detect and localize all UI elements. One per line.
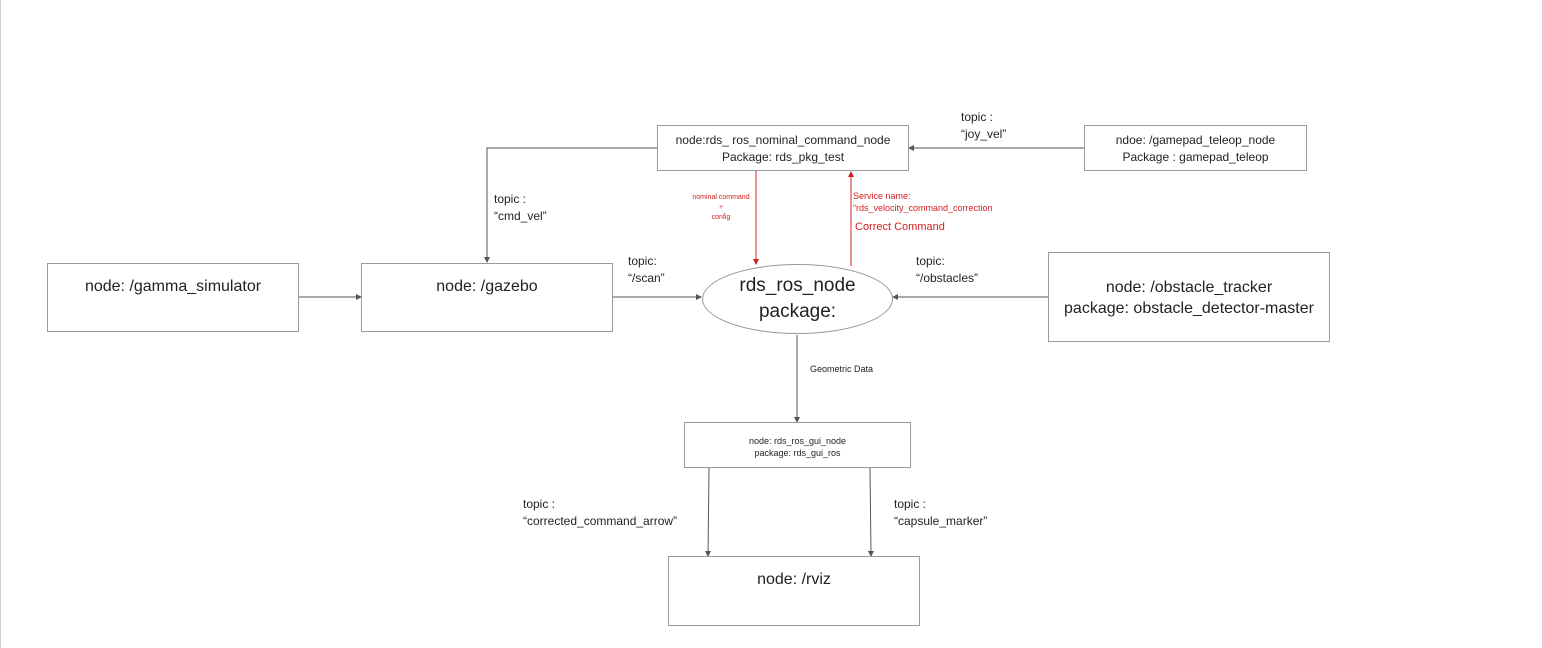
- node-obstacle-tracker: node: /obstacle_tracker package: obstacl…: [1048, 252, 1330, 342]
- label-line: “cmd_vel”: [494, 209, 547, 223]
- label-line: Service name:: [853, 191, 911, 201]
- node-label: node: /obstacle_tracker: [1105, 279, 1273, 296]
- label-scan: topic: “/scan”: [628, 253, 665, 287]
- label-line: topic :: [494, 192, 527, 206]
- label-line: +: [718, 204, 724, 211]
- node-package-label: Package: rds_pkg_test: [721, 150, 845, 164]
- label-line: “corrected_command_arrow”: [523, 514, 678, 528]
- edge-corrected-arrow: [705, 467, 712, 557]
- label-cmd-vel: topic : “cmd_vel”: [494, 191, 547, 225]
- label-line: topic :: [523, 497, 556, 511]
- label-line: “joy_vel”: [961, 127, 1007, 141]
- node-label: node:rds_ ros_nominal_command_node: [675, 133, 891, 147]
- label-line: “/obstacles”: [916, 271, 979, 285]
- node-package-label: package:: [758, 301, 837, 322]
- label-line: topic:: [628, 254, 657, 268]
- node-package-label: package: rds_gui_ros: [754, 448, 841, 458]
- label-joy-vel: topic : “joy_vel”: [961, 109, 1006, 143]
- label-geometric-data: Geometric Data: [810, 362, 873, 376]
- label-line: nominal command: [692, 194, 750, 201]
- node-label: node: rds_ros_gui_node: [748, 436, 847, 446]
- node-label: node: /gazebo: [436, 278, 538, 295]
- label-line: “capsule_marker”: [894, 514, 988, 528]
- node-rds-ros-node: rds_ros_node package:: [702, 264, 893, 334]
- label-line: topic:: [916, 254, 945, 268]
- label-line: topic :: [894, 497, 927, 511]
- node-gamepad-teleop: ndoe: /gamepad_teleop_node Package : gam…: [1084, 125, 1307, 171]
- label-nominal-command: nominal command + config: [681, 193, 761, 223]
- label-service: Service name: “rds_velocity_command_corr…: [853, 190, 993, 233]
- node-label: rds_ros_node: [739, 275, 856, 296]
- node-package-label: package: obstacle_detector-master: [1064, 300, 1314, 317]
- label-line: topic :: [961, 110, 994, 124]
- label-capsule-marker: topic : “capsule_marker”: [894, 496, 987, 530]
- label-line: config: [711, 214, 731, 221]
- node-rviz: node: /rviz: [668, 556, 920, 626]
- node-rds-ros-gui: node: rds_ros_gui_node package: rds_gui_…: [684, 422, 911, 468]
- label-obstacles: topic: “/obstacles”: [916, 253, 978, 287]
- node-nominal-command: node:rds_ ros_nominal_command_node Packa…: [657, 125, 909, 171]
- edge-cmdvel: [484, 147, 657, 263]
- node-label: ndoe: /gamepad_teleop_node: [1115, 133, 1276, 147]
- node-gamma-simulator: node: /gamma_simulator: [47, 263, 299, 332]
- node-package-label: Package : gamepad_teleop: [1122, 150, 1269, 164]
- label-line: Geometric Data: [810, 364, 874, 374]
- label-line: “rds_velocity_command_correction: [853, 203, 993, 213]
- label-line: Correct Command: [855, 221, 945, 233]
- label-line: “/scan”: [628, 271, 665, 285]
- label-corrected-command-arrow: topic : “corrected_command_arrow”: [523, 496, 677, 530]
- node-label: node: /rviz: [757, 571, 831, 588]
- edge-capsule-marker: [867, 467, 874, 557]
- node-gazebo: node: /gazebo: [361, 263, 613, 332]
- node-label: node: /gamma_simulator: [84, 278, 262, 295]
